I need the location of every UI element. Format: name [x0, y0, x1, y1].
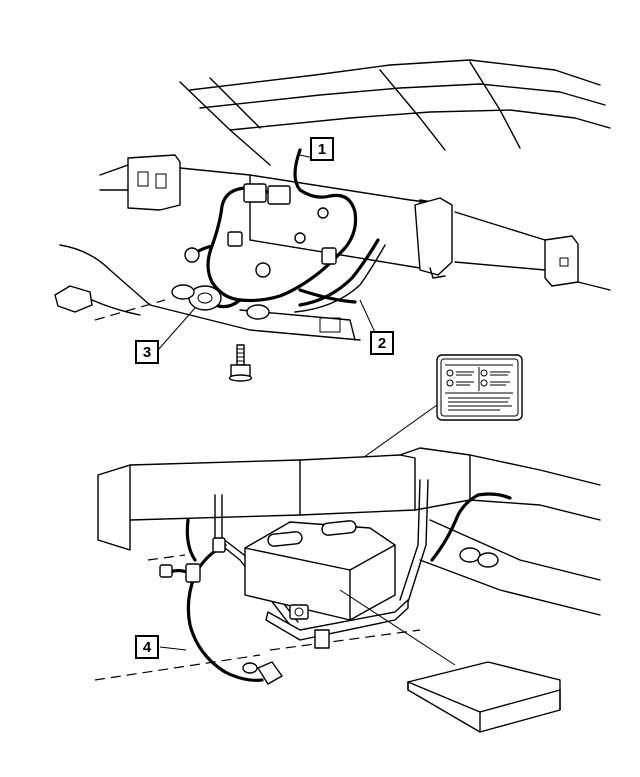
battery-tray [265, 599, 409, 649]
lower-wiring-harness [147, 492, 512, 685]
callout-4: 4 [135, 635, 159, 659]
upper-wiring-harness [171, 148, 386, 320]
bolt-icon [228, 344, 253, 382]
warning-label-icon [436, 354, 523, 421]
callout-3: 3 [135, 340, 159, 364]
upper-frame-assembly [54, 59, 611, 341]
battery-cover-tray-icon [407, 661, 561, 733]
callout-2: 2 [370, 331, 394, 355]
battery-icon [244, 520, 396, 621]
callout-1: 1 [310, 137, 334, 161]
